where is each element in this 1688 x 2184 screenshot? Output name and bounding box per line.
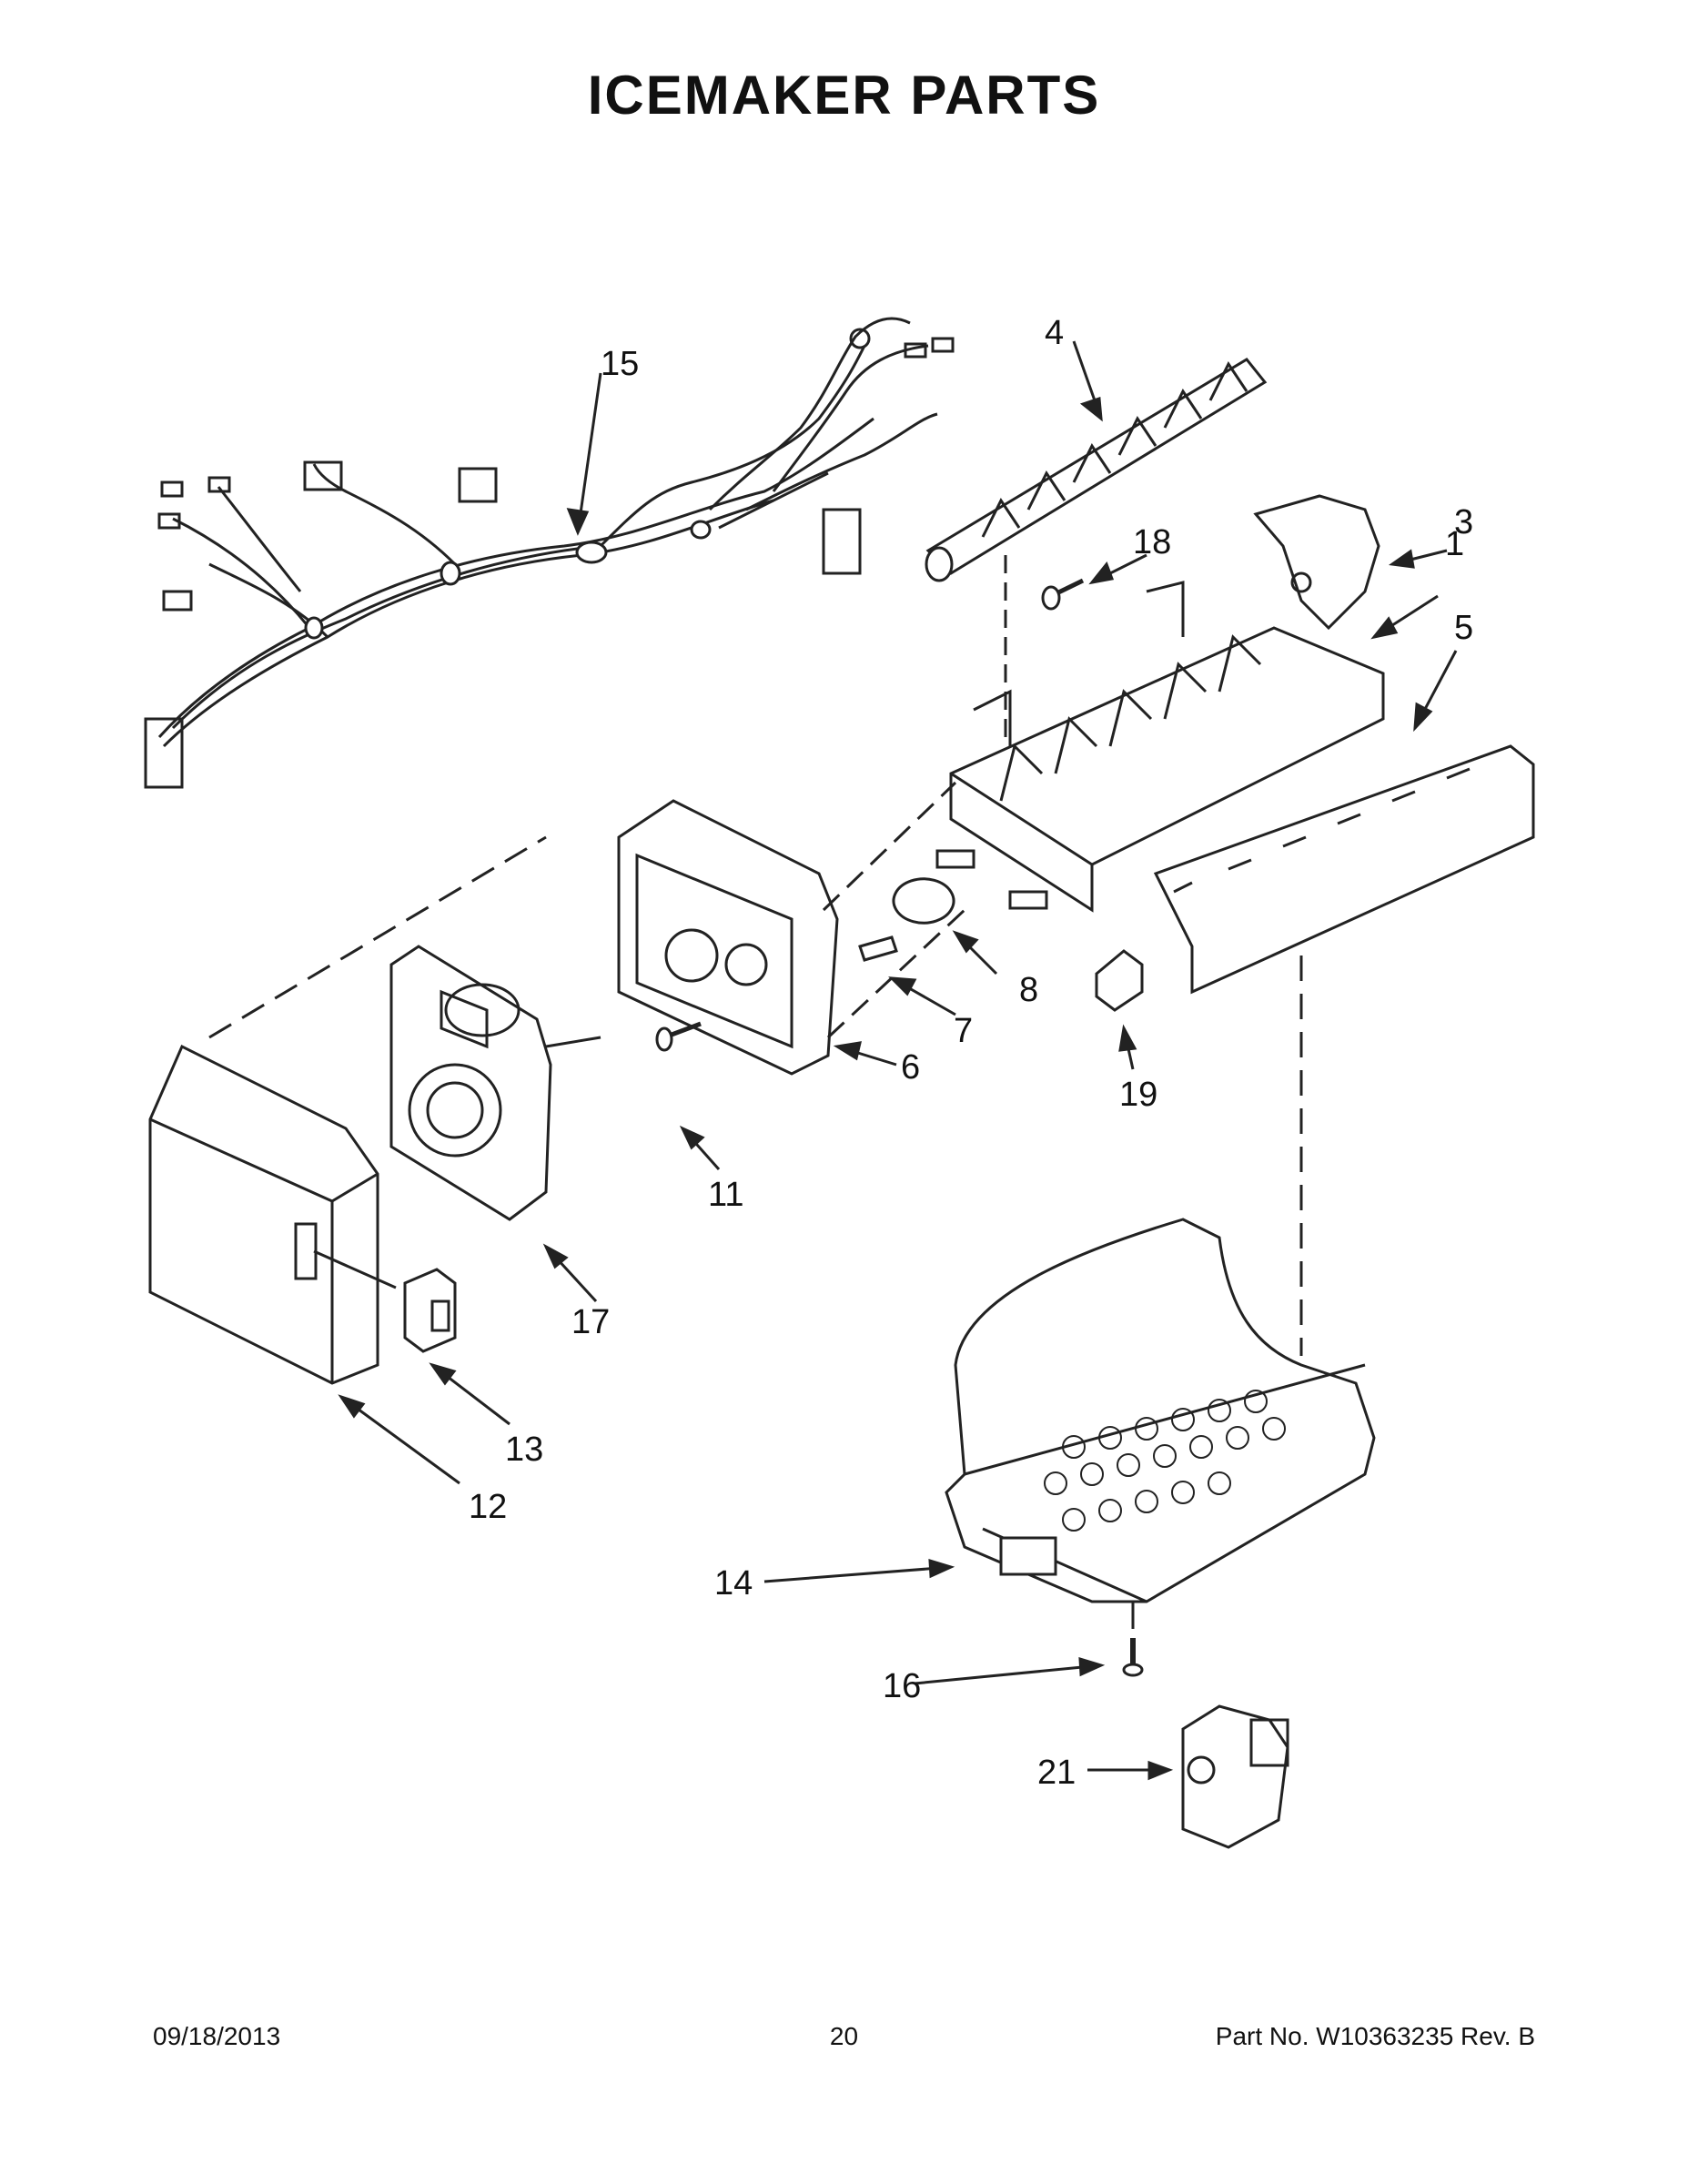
- screw: [655, 1021, 702, 1052]
- housing: [617, 781, 966, 1076]
- callout-17: 17: [571, 1303, 610, 1341]
- ejector-shaft: [925, 358, 1268, 582]
- callout-8: 8: [1019, 971, 1038, 1009]
- callout-15: 15: [601, 345, 639, 383]
- front-cover: [148, 835, 547, 1385]
- callout-14: 14: [714, 1564, 753, 1603]
- callout-3: 3: [1454, 503, 1473, 541]
- callout-16: 16: [883, 1667, 921, 1705]
- callout-13: 13: [505, 1431, 543, 1469]
- callout-19: 19: [1119, 1076, 1157, 1114]
- callout-6: 6: [901, 1048, 920, 1087]
- callout-21: 21: [1037, 1754, 1076, 1792]
- screw-18: [1041, 578, 1085, 611]
- rocker-switch: [403, 1268, 457, 1353]
- stripper: [1153, 744, 1535, 995]
- callout-1: 1: [1445, 525, 1464, 563]
- callout-5: 5: [1454, 609, 1473, 647]
- thermostat: [892, 849, 1048, 925]
- heater-terminal: [858, 935, 898, 962]
- water-valve: [1181, 1704, 1289, 1849]
- harness-connector-icon: [822, 508, 862, 575]
- callout-7: 7: [954, 1012, 973, 1050]
- cover-bracket: [1253, 494, 1380, 631]
- control-module: [389, 945, 601, 1221]
- footer-date: 09/18/2013: [153, 2022, 281, 2050]
- leader-arrows: [338, 340, 1458, 1781]
- page-title: ICEMAKER PARTS: [587, 65, 1101, 126]
- harness-connector-icon: [303, 460, 343, 491]
- callout-18: 18: [1133, 523, 1171, 561]
- footer-part-number: Part No. W10363235 Rev. B: [1215, 2022, 1535, 2050]
- clip: [1095, 949, 1144, 1012]
- callout-12: 12: [469, 1488, 507, 1526]
- harness-connector-icon: [458, 467, 498, 503]
- footer-page-number: 20: [829, 2022, 859, 2050]
- wire-harness: [144, 317, 955, 789]
- callout-4: 4: [1045, 314, 1064, 352]
- icemaker-mold: [949, 555, 1385, 913]
- harness-connector-icon: [144, 717, 184, 789]
- tray-screw: [1122, 1638, 1144, 1677]
- ice-tray: [945, 956, 1376, 1629]
- callout-11: 11: [708, 1176, 743, 1214]
